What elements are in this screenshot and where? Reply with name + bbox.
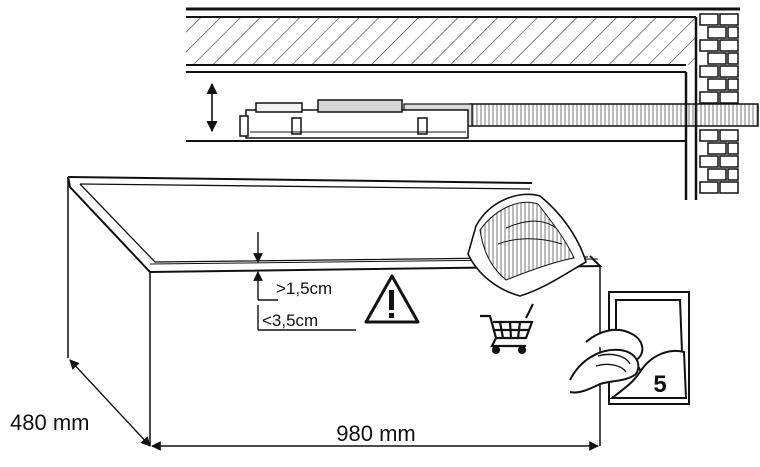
width-label: 980 mm xyxy=(336,421,415,446)
gap-max-label: <3,5cm xyxy=(262,311,318,330)
manual-page-icon xyxy=(569,291,690,405)
gap-min-label: >1,5cm xyxy=(276,279,332,298)
motor-unit xyxy=(186,99,686,142)
warning-triangle-icon xyxy=(364,274,420,324)
depth-label: 480 mm xyxy=(10,410,89,435)
brick-wall xyxy=(698,12,739,200)
ceiling-section xyxy=(186,7,740,200)
manual-page-number: 5 xyxy=(653,371,666,398)
filter-roll xyxy=(467,193,587,297)
range-hood xyxy=(67,176,603,446)
size-dimensions xyxy=(69,359,599,451)
shopping-cart-icon xyxy=(480,303,534,355)
gap-dimension xyxy=(253,232,356,331)
